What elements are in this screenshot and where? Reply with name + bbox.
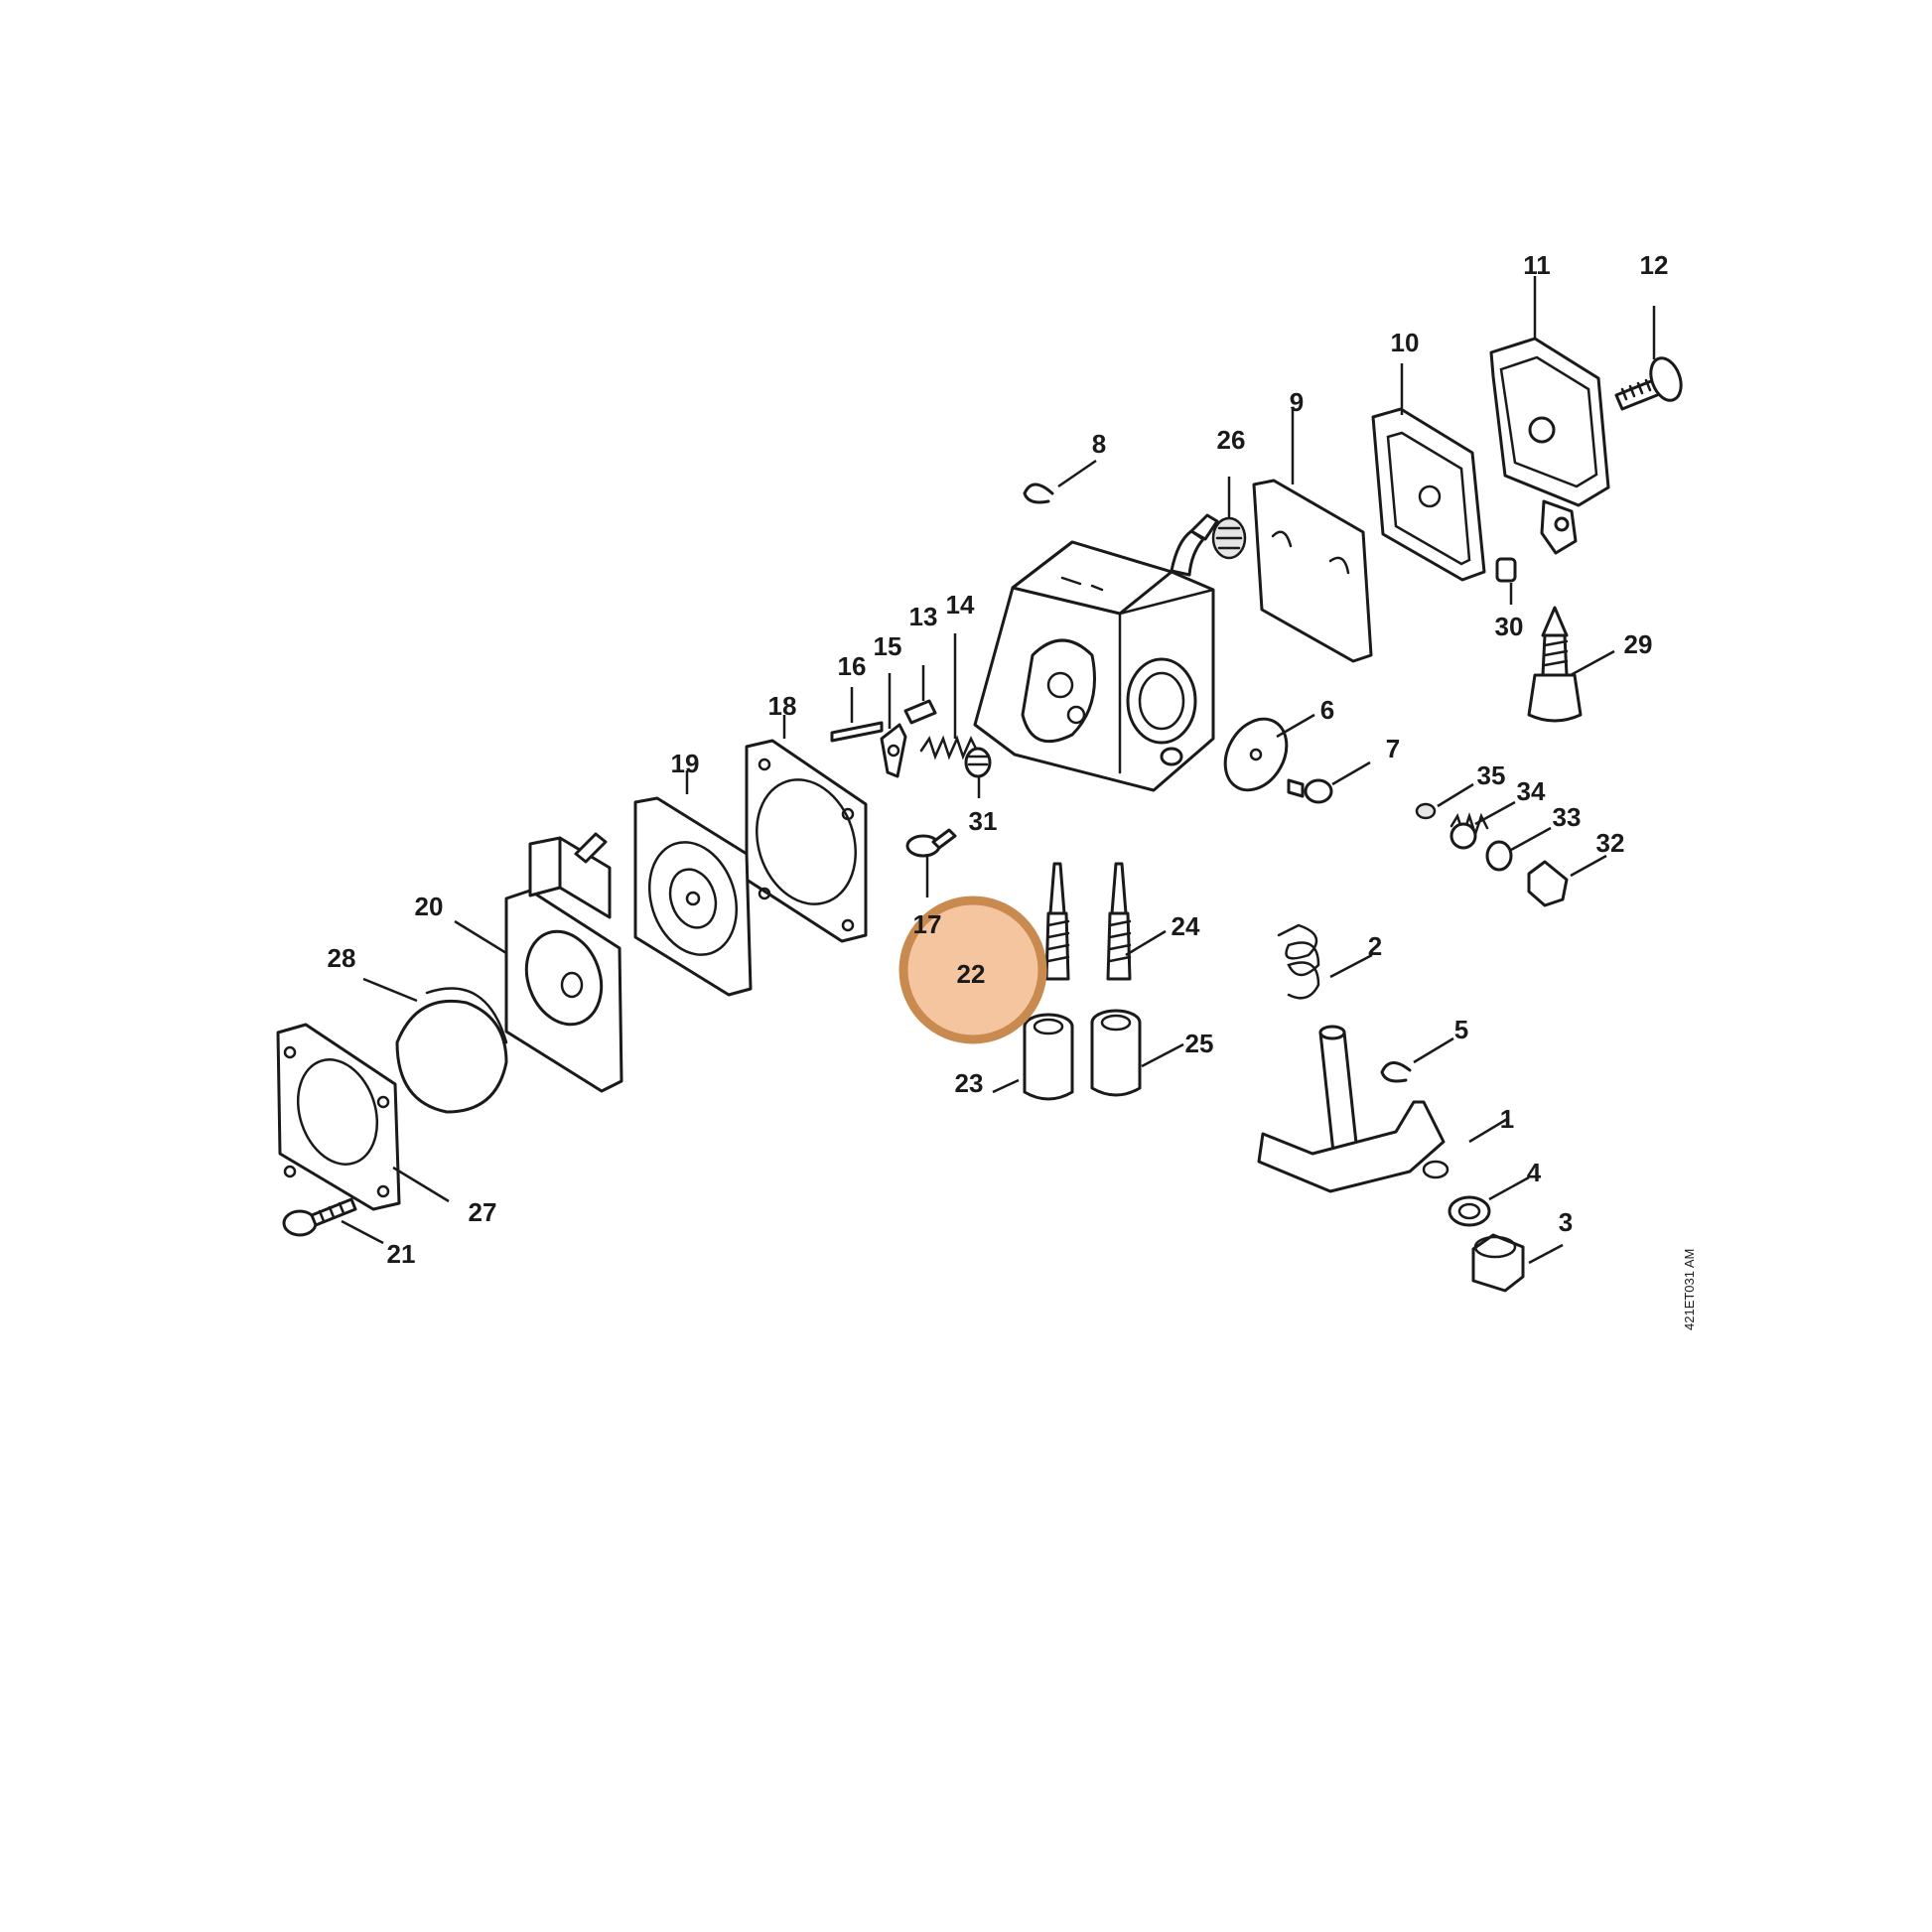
part-15-lever[interactable] <box>880 723 907 778</box>
part-19-diaphragm[interactable] <box>633 796 753 997</box>
callout-34[interactable]: 34 <box>1517 776 1546 806</box>
diagram-code: 421ET031 AM <box>1682 1249 1697 1330</box>
callout-labels: 1 2 3 4 5 6 7 8 9 10 11 12 13 14 15 16 1… <box>328 250 1669 1269</box>
part-34-spring[interactable] <box>1449 812 1489 850</box>
part-35-screen[interactable] <box>1415 802 1437 820</box>
callout-14[interactable]: 14 <box>946 590 975 620</box>
highlight-circle <box>898 896 1047 1044</box>
part-13-inlet-needle[interactable] <box>903 699 937 725</box>
carburetor-body[interactable] <box>973 513 1219 792</box>
part-33-o-ring[interactable] <box>1485 840 1513 872</box>
callout-15[interactable]: 15 <box>874 631 902 661</box>
part-32-plug[interactable] <box>1527 860 1569 907</box>
callout-1[interactable]: 1 <box>1500 1104 1514 1134</box>
callout-27[interactable]: 27 <box>469 1197 497 1227</box>
callout-17[interactable]: 17 <box>913 909 942 939</box>
part-26-screen[interactable] <box>1211 516 1247 560</box>
callout-10[interactable]: 10 <box>1391 328 1420 357</box>
callout-13[interactable]: 13 <box>909 602 938 631</box>
callout-24[interactable]: 24 <box>1172 911 1200 941</box>
callout-2[interactable]: 2 <box>1368 931 1382 961</box>
part-17-screw[interactable] <box>905 828 957 858</box>
callout-31[interactable]: 31 <box>969 806 998 836</box>
part-28-primer-bulb[interactable] <box>395 987 508 1114</box>
part-16-pin[interactable] <box>830 721 884 743</box>
callout-8[interactable]: 8 <box>1092 429 1106 459</box>
part-2-torsion-spring[interactable] <box>1277 923 1320 1000</box>
callout-12[interactable]: 12 <box>1640 250 1669 280</box>
part-23-limiter-cap[interactable] <box>1023 1013 1074 1101</box>
part-18-gasket[interactable] <box>742 739 872 943</box>
callout-6[interactable]: 6 <box>1320 695 1334 725</box>
part-21-screw[interactable] <box>282 1197 357 1237</box>
callout-20[interactable]: 20 <box>415 892 444 921</box>
callout-32[interactable]: 32 <box>1596 828 1625 858</box>
part-24-needle[interactable] <box>1106 862 1132 981</box>
part-22-needle[interactable] <box>1044 862 1070 981</box>
part-7-screw[interactable] <box>1287 778 1333 804</box>
callout-4[interactable]: 4 <box>1527 1158 1542 1187</box>
part-30-sleeve[interactable] <box>1495 557 1517 583</box>
part-11-pump-cover[interactable] <box>1489 337 1610 555</box>
callout-19[interactable]: 19 <box>671 749 700 778</box>
callout-23[interactable]: 23 <box>955 1068 984 1098</box>
leader-lines <box>341 276 1656 1265</box>
callout-3[interactable]: 3 <box>1559 1207 1573 1237</box>
callout-35[interactable]: 35 <box>1477 760 1506 790</box>
part-25-limiter-cap[interactable] <box>1090 1009 1142 1097</box>
part-31-screw[interactable] <box>964 747 992 778</box>
part-4-washer[interactable] <box>1448 1195 1491 1227</box>
part-3-screw[interactable] <box>1471 1233 1525 1293</box>
part-29-adjust-screw[interactable] <box>1527 606 1583 723</box>
part-10-gasket[interactable] <box>1371 407 1486 582</box>
part-8-clip[interactable] <box>1023 483 1054 504</box>
part-12-screw[interactable] <box>1614 354 1687 411</box>
callout-29[interactable]: 29 <box>1624 629 1653 659</box>
callout-9[interactable]: 9 <box>1290 387 1304 417</box>
part-27-plate[interactable] <box>276 1023 401 1211</box>
callout-18[interactable]: 18 <box>768 691 797 721</box>
part-20-pump-body[interactable] <box>504 832 623 1093</box>
callout-30[interactable]: 30 <box>1495 612 1524 641</box>
callout-11[interactable]: 11 <box>1523 250 1551 280</box>
callout-28[interactable]: 28 <box>328 943 356 973</box>
callout-33[interactable]: 33 <box>1553 802 1582 832</box>
callout-25[interactable]: 25 <box>1185 1029 1214 1058</box>
callout-22[interactable]: 22 <box>957 959 986 989</box>
part-14-spring[interactable] <box>919 735 979 760</box>
part-9-diaphragm[interactable] <box>1252 479 1373 663</box>
part-1-throttle-shaft[interactable] <box>1257 1025 1449 1193</box>
part-5-clip[interactable] <box>1380 1061 1412 1083</box>
callout-26[interactable]: 26 <box>1217 425 1246 455</box>
callout-5[interactable]: 5 <box>1454 1015 1468 1044</box>
callout-7[interactable]: 7 <box>1386 734 1400 763</box>
callout-16[interactable]: 16 <box>838 651 867 681</box>
part-6-disc[interactable] <box>1213 708 1299 801</box>
callout-21[interactable]: 21 <box>387 1239 416 1269</box>
